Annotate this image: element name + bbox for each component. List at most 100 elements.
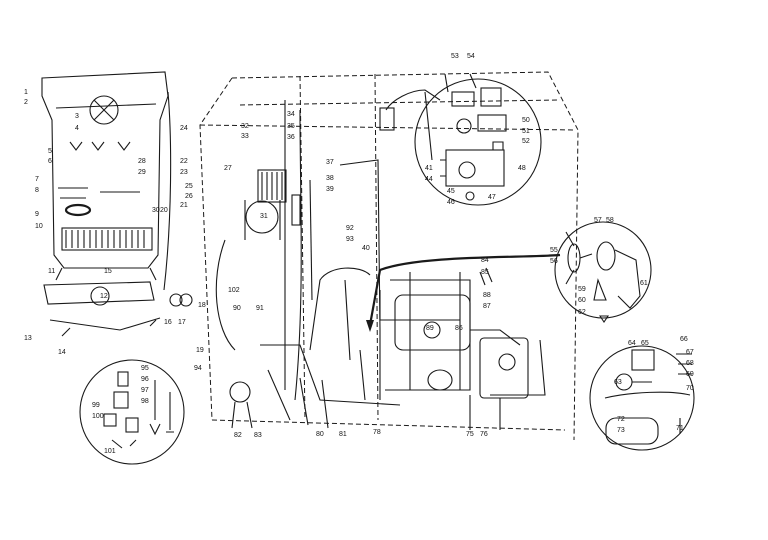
part-callout-24: 24	[180, 125, 188, 132]
part-callout-88: 88	[483, 292, 491, 299]
part-callout-64: 64	[628, 340, 636, 347]
part-callout-48: 48	[518, 165, 526, 172]
part-callout-96: 96	[141, 376, 149, 383]
part-callout-51: 51	[522, 128, 530, 135]
part-callout-11: 11	[48, 268, 55, 275]
part-callout-66: 66	[680, 336, 688, 343]
part-callout-9: 9	[35, 211, 39, 218]
part-callout-63: 63	[614, 379, 622, 386]
part-callout-72: 72	[617, 416, 625, 423]
part-callout-56: 56	[550, 258, 558, 265]
part-callout-52: 52	[522, 138, 530, 145]
part-callout-90: 90	[233, 305, 241, 312]
part-callout-50: 50	[522, 117, 530, 124]
part-callout-8: 8	[35, 187, 39, 194]
part-callout-86: 86	[455, 325, 463, 332]
part-callout-47: 47	[488, 194, 496, 201]
part-callout-32: 32	[241, 123, 249, 130]
part-callout-26: 26	[185, 193, 193, 200]
inset-bottom-right	[589, 345, 695, 451]
part-callout-71: 71	[676, 425, 684, 432]
part-callout-4: 4	[75, 125, 79, 132]
part-callout-92: 92	[346, 225, 354, 232]
part-callout-89: 89	[426, 325, 434, 332]
part-callout-6: 6	[48, 158, 52, 165]
part-callout-85: 85	[481, 269, 489, 276]
part-callout-17: 17	[178, 319, 186, 326]
part-callout-20: 20	[160, 207, 168, 214]
inset-fan-motor	[554, 221, 652, 323]
part-callout-67: 67	[686, 349, 694, 356]
part-callout-83: 83	[254, 432, 262, 439]
part-callout-82: 82	[234, 432, 242, 439]
part-callout-18: 18	[198, 302, 206, 309]
part-callout-41: 41	[425, 165, 433, 172]
part-callout-70: 70	[686, 385, 694, 392]
part-callout-68: 68	[686, 360, 694, 367]
part-callout-19: 19	[196, 347, 204, 354]
part-callout-28: 28	[138, 158, 146, 165]
part-callout-61: 61	[640, 280, 648, 287]
part-callout-27: 27	[224, 165, 232, 172]
part-callout-25: 25	[185, 183, 193, 190]
part-callout-98: 98	[141, 398, 149, 405]
part-callout-54: 54	[467, 53, 475, 60]
part-callout-31: 31	[260, 213, 268, 220]
part-callout-15: 15	[104, 268, 112, 275]
part-callout-5: 5	[48, 148, 52, 155]
part-callout-65: 65	[641, 340, 649, 347]
part-callout-81: 81	[339, 431, 347, 438]
inset-top-right	[414, 73, 542, 206]
part-callout-69: 69	[686, 371, 694, 378]
part-callout-40: 40	[362, 245, 370, 252]
part-callout-16: 16	[164, 319, 172, 326]
part-callout-21: 21	[180, 202, 188, 209]
part-callout-22: 22	[180, 158, 188, 165]
part-callout-100: 100	[92, 413, 104, 420]
part-callout-37: 37	[326, 159, 334, 166]
part-callout-3: 3	[75, 113, 79, 120]
part-callout-73: 73	[617, 427, 625, 434]
part-callout-62: 62	[578, 309, 586, 316]
part-callout-91: 91	[256, 305, 264, 312]
part-callout-33: 33	[241, 133, 249, 140]
part-callout-59: 59	[578, 286, 586, 293]
part-callout-44: 44	[425, 176, 433, 183]
part-callout-75: 75	[466, 431, 474, 438]
part-callout-87: 87	[483, 303, 491, 310]
part-callout-39: 39	[326, 186, 334, 193]
part-callout-36: 36	[287, 134, 295, 141]
part-callout-34: 34	[287, 111, 295, 118]
part-callout-80: 80	[316, 431, 324, 438]
part-callout-35: 35	[287, 123, 295, 130]
part-callout-46: 46	[447, 199, 455, 206]
part-callout-78: 78	[373, 429, 381, 436]
part-callout-76: 76	[480, 431, 488, 438]
part-callout-101: 101	[104, 448, 116, 455]
part-callout-57: 57	[594, 217, 602, 224]
part-callout-60: 60	[578, 297, 586, 304]
part-callout-97: 97	[141, 387, 149, 394]
plumbing-assembly	[215, 89, 561, 430]
part-callout-55: 55	[550, 247, 558, 254]
inset-bottom-left	[79, 359, 185, 465]
part-callout-7: 7	[35, 176, 39, 183]
part-callout-30: 30	[152, 207, 160, 214]
part-callout-102: 102	[228, 287, 240, 294]
part-callout-14: 14	[58, 349, 66, 356]
part-callout-10: 10	[35, 223, 43, 230]
part-callout-53: 53	[451, 53, 459, 60]
cabinet-outline	[199, 71, 579, 441]
part-callout-1: 1	[24, 89, 28, 96]
part-callout-38: 38	[326, 175, 334, 182]
part-callout-94: 94	[194, 365, 202, 372]
part-callout-93: 93	[346, 236, 354, 243]
part-callout-58: 58	[606, 217, 614, 224]
part-callout-45: 45	[447, 188, 455, 195]
part-callout-95: 95	[141, 365, 149, 372]
part-callout-99: 99	[92, 402, 100, 409]
part-callout-2: 2	[24, 99, 28, 106]
